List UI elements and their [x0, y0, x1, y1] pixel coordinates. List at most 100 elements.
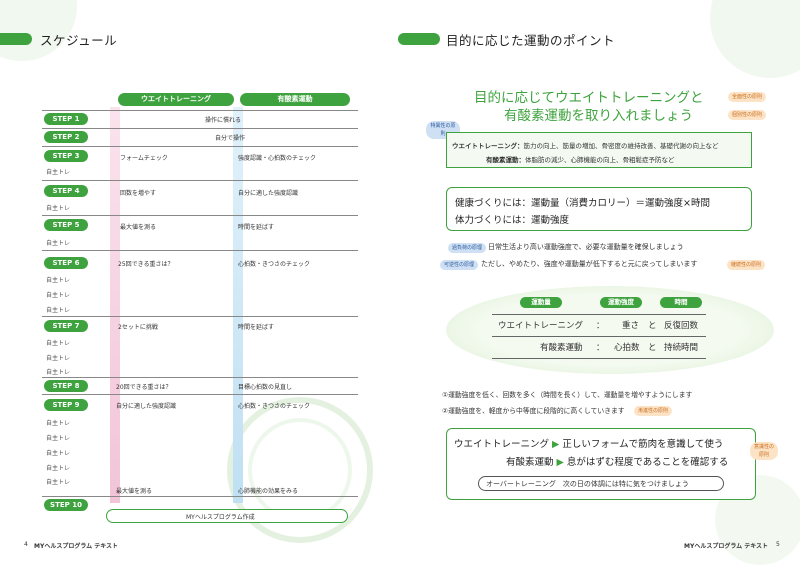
tbl-row1-colon: ：: [596, 321, 605, 331]
left-footer-page: 4: [24, 541, 28, 548]
tbl-row2-and: と: [648, 343, 657, 353]
tbl-row2-b: 持続時間: [664, 343, 699, 353]
step-label: STEP 2: [44, 131, 88, 143]
aerobic-purpose-label: 有酸素運動：: [486, 156, 525, 164]
point-aerobic-label: 有酸素運動: [506, 457, 554, 468]
point-weight-text: 正しいフォームで筋肉を意識して使う: [562, 439, 724, 450]
step4-aerobic: 自分に適した強度認識: [238, 190, 299, 197]
step10-text: MYヘルスプログラム作成: [186, 514, 255, 521]
row-line: [42, 110, 358, 111]
step-label: STEP 6: [44, 257, 88, 269]
step5-aerobic: 時間を延ばす: [238, 224, 275, 231]
step6-weight: 25回できる重さは？: [118, 261, 174, 268]
step4-weight: 回数を増やす: [120, 190, 157, 197]
step9b-aerobic: 心肺機能の効果をみる: [238, 488, 299, 495]
step9-aerobic: 心拍数・きつさのチェック: [238, 403, 311, 410]
step8-weight: 20回できる重さは？: [116, 384, 172, 391]
left-footer-text: MYヘルスプログラム テキスト: [34, 543, 119, 550]
tbl-line: [492, 336, 706, 337]
tbl-header-time: 時間: [660, 297, 702, 308]
tag-ishiki: 意識性の原則: [750, 442, 778, 460]
tag-zenshin: 漸進性の原則: [634, 406, 673, 416]
tbl-row1-b: 反復回数: [664, 321, 699, 331]
step1-text: 操作に慣れる: [205, 117, 242, 124]
right-footer-page: 5: [776, 541, 780, 548]
jishu-label: 自主トレ: [46, 465, 71, 472]
row-line: [42, 128, 358, 129]
jishu-label: 自主トレ: [46, 292, 71, 299]
row-line: [42, 250, 358, 251]
row-line: [42, 316, 358, 317]
step9-weight: 自分に適した強度認識: [116, 403, 177, 410]
tbl-line: [492, 314, 706, 315]
col-header-weight: ウエイトトレーニング: [118, 93, 234, 106]
step10-box: [106, 509, 348, 523]
left-title-bar: [0, 33, 32, 45]
overtraining-text: オーバートレーニング 次の日の体調には特に気をつけましょう: [486, 480, 689, 488]
jishu-label: 自主トレ: [46, 450, 71, 457]
jishu-label: 自主トレ: [46, 435, 71, 442]
jishu-label: 自主トレ: [46, 277, 71, 284]
tag-kobetsu: 個別性の原則: [728, 110, 767, 120]
tbl-line: [492, 358, 706, 359]
row-line: [42, 496, 358, 497]
jishu-label: 自主トレ: [46, 340, 71, 347]
jishu-label: 自主トレ: [46, 240, 71, 247]
jishu-label: 自主トレ: [46, 355, 71, 362]
step7-aerobic: 時間を延ばす: [238, 324, 275, 331]
aerobic-purpose-desc: 体脂肪の減少、心肺機能の向上、骨粗鬆症予防など: [525, 156, 675, 164]
step-label: STEP 8: [44, 380, 88, 392]
step2-text: 自分で操作: [215, 135, 246, 142]
triangle-right-icon: ▶: [556, 457, 564, 468]
step8-aerobic: 目標心拍数の見直し: [238, 384, 293, 391]
step3-weight: フォームチェック: [120, 155, 168, 162]
left-page-title: スケジュール: [40, 33, 118, 48]
jishu-label: 自主トレ: [46, 169, 71, 176]
tag-zenmen: 全面性の原則: [728, 92, 767, 102]
point-weight-label: ウエイトトレーニング: [454, 439, 550, 450]
tbl-row1-and: と: [648, 321, 657, 331]
tbl-header-intensity: 運動強度: [600, 297, 642, 308]
jishu-label: 自主トレ: [46, 369, 71, 376]
kafuka-text: 日常生活より高い運動強度で、必要な運動量を確保しましょう: [488, 243, 684, 251]
point-aerobic-text: 息がはずむ程度であることを確認する: [566, 457, 729, 468]
jishu-label: 自主トレ: [46, 307, 71, 314]
step5-weight: 最大値を測る: [120, 224, 157, 231]
point-aerobic: 有酸素運動 ▶ 息がはずむ程度であることを確認する: [506, 454, 728, 468]
main-heading-line2: 有酸素運動を取り入れましょう: [504, 108, 693, 124]
right-footer-text: MYヘルスプログラム テキスト: [684, 543, 769, 550]
tbl-row2-a: 心拍数: [614, 343, 640, 353]
jishu-label: 自主トレ: [46, 420, 71, 427]
weight-purpose-desc: 筋力の向上、筋量の増加、骨密度の維持改善、基礎代謝の向上など: [523, 142, 719, 150]
tag-kafuka: 過負荷の原理: [448, 243, 487, 253]
formula-box: [446, 187, 752, 231]
row-line: [42, 215, 358, 216]
tbl-row2-label: 有酸素運動: [540, 343, 583, 353]
triangle-right-icon: ▶: [552, 439, 560, 450]
step9b-weight: 最大値を測る: [116, 488, 153, 495]
right-page-title: 目的に応じた運動のポイント: [446, 33, 616, 48]
tbl-row2-colon: ：: [596, 343, 605, 353]
row-line: [42, 146, 358, 147]
right-title-bar: [398, 33, 440, 45]
aerobic-progress-arrow: [233, 107, 243, 503]
fitness-formula: 体力づくりには：運動強度: [455, 215, 570, 226]
step-label: STEP 9: [44, 399, 88, 411]
step-label: STEP 3: [44, 150, 88, 162]
step7-weight: 2セットに挑戦: [118, 324, 158, 331]
step6-aerobic: 心拍数・きつさのチェック: [238, 261, 311, 268]
step-label: STEP 7: [44, 320, 88, 332]
tag-kagyaku: 可逆性の原理: [440, 260, 479, 270]
weight-purpose-line: ウエイトトレーニング：筋力の向上、筋量の増加、骨密度の維持改善、基礎代謝の向上な…: [452, 140, 719, 150]
main-heading-line1: 目的に応じてウエイトトレーニングと: [474, 90, 704, 106]
purpose-box: [446, 132, 752, 168]
tbl-row1-a: 重さ: [622, 321, 640, 331]
step-label: STEP 4: [44, 185, 88, 197]
note-2: ②運動強度を、軽度から中等度に段階的に高くしていきます: [442, 407, 625, 415]
weight-progress-arrow: [110, 107, 120, 503]
row-line: [42, 394, 358, 395]
step-label: STEP 10: [44, 499, 88, 511]
row-line: [42, 377, 358, 378]
tbl-header-volume: 運動量: [520, 297, 562, 308]
jishu-label: 自主トレ: [46, 205, 71, 212]
